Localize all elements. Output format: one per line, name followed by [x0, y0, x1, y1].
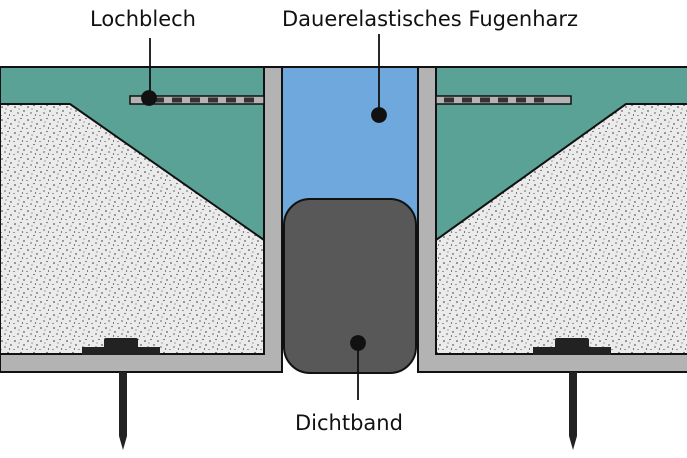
leader-lines [141, 34, 387, 400]
label-perforated-plate: Lochblech [90, 7, 196, 31]
right-plate-holes [444, 97, 544, 103]
label-joint-resin: Dauerelastisches Fugenharz [282, 7, 578, 31]
screw-icon [82, 338, 160, 450]
screw-icon [533, 338, 611, 450]
left-side [0, 66, 283, 450]
left-plate-holes [154, 97, 254, 103]
label-sealing-tape: Dichtband [295, 411, 403, 435]
sealing-tape [283, 198, 417, 374]
right-side [417, 66, 687, 450]
